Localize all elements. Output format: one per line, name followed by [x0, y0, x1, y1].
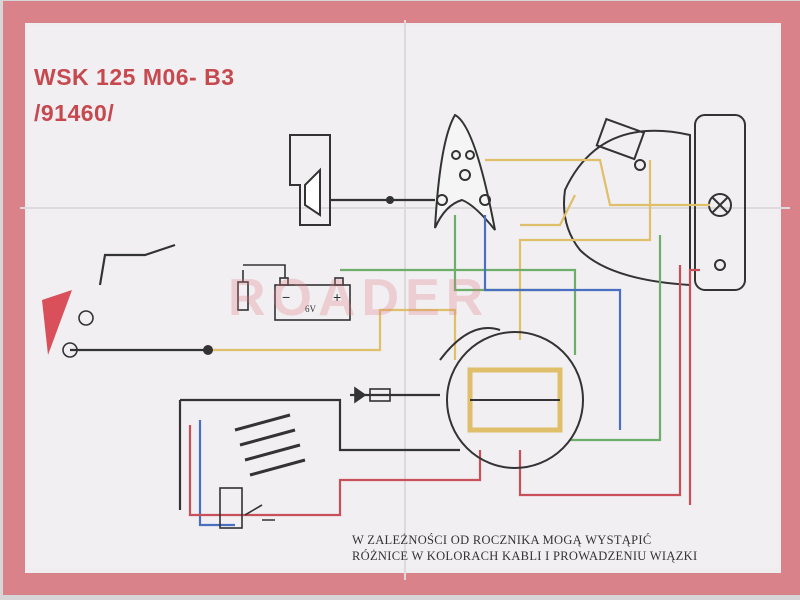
- battery-icon: [237, 264, 351, 321]
- battery-plus: +: [333, 289, 341, 305]
- note-line-2: RÓŻNICE W KOLORACH KABLI I PROWADZENIU W…: [352, 549, 698, 563]
- contact-breaker: [219, 487, 275, 529]
- red-border: [3, 1, 800, 595]
- diode-icon: [354, 386, 391, 404]
- horn-icon: [289, 134, 331, 226]
- watermark: ROADER: [228, 269, 490, 327]
- diagram-code: /91460/: [34, 100, 115, 126]
- indicator-lamps: [42, 290, 94, 358]
- speedometer-icon: [563, 117, 691, 287]
- generator-coil-icon: [234, 413, 306, 477]
- diagram-title: WSK 125 M06- B3: [34, 64, 235, 90]
- battery-minus: −: [282, 289, 290, 305]
- wires: [70, 158, 710, 527]
- battery-voltage: 6V: [305, 304, 317, 314]
- headlamp-icon: [434, 113, 496, 231]
- ignition-switch: [439, 327, 584, 469]
- note-line-1: W ZALEŻNOŚCI OD ROCZNIKA MOGĄ WYSTĄPIĆ: [352, 533, 652, 547]
